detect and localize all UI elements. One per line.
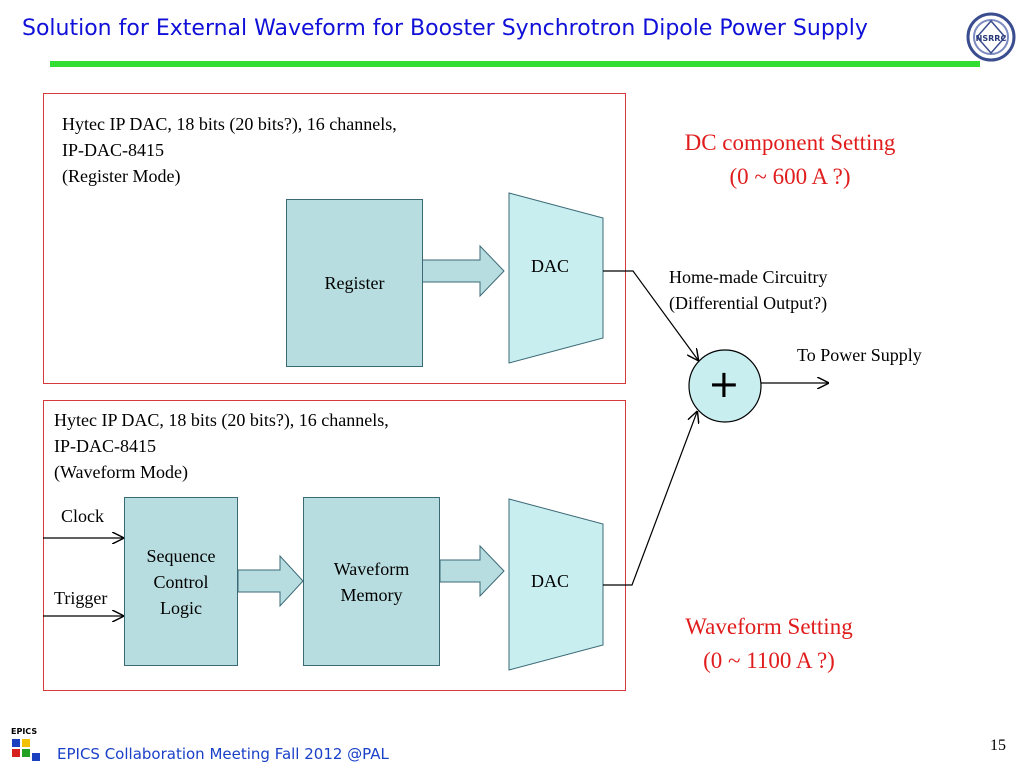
dac-bottom-label: DAC (531, 571, 570, 591)
dc-setting-note: DC component Setting (0 ~ 600 A ?) (656, 126, 924, 194)
slide-title: Solution for External Waveform for Boost… (22, 16, 868, 41)
dac-top-shape (508, 192, 604, 364)
waveform-line2: Memory (340, 584, 403, 605)
circuitry-note: Home-made Circuitry (Differential Output… (669, 264, 827, 316)
bottom-panel-line2: IP-DAC-8415 (54, 436, 156, 456)
waveform-to-dac-arrow (439, 544, 505, 598)
wave-line2: (0 ~ 1100 A ?) (703, 648, 835, 673)
bottom-panel-line3: (Waveform Mode) (54, 462, 188, 482)
adder-circle (688, 349, 762, 423)
top-panel-line2: IP-DAC-8415 (62, 140, 164, 160)
waveform-setting-note: Waveform Setting (0 ~ 1100 A ?) (657, 610, 881, 678)
epics-logo: EPICS (10, 725, 46, 768)
sequence-to-waveform-arrow (237, 554, 304, 608)
to-power-supply-label: To Power Supply (797, 345, 922, 365)
circuit-line1: Home-made Circuitry (669, 267, 828, 287)
sequence-control-block: Sequence Control Logic (124, 497, 238, 666)
wave-line1: Waveform Setting (685, 614, 853, 639)
logo-text: NSRRC (976, 34, 1007, 43)
trigger-label: Trigger (54, 588, 108, 608)
sequence-line3: Logic (160, 597, 202, 618)
sequence-line1: Sequence (146, 545, 216, 566)
bottom-panel-line1: Hytec IP DAC, 18 bits (20 bits?), 16 cha… (54, 410, 389, 430)
sequence-line2: Control (153, 571, 209, 592)
clock-label: Clock (61, 506, 104, 526)
waveform-memory-block: Waveform Memory (303, 497, 440, 666)
register-to-dac-arrow (421, 244, 505, 298)
epics-logo-text: EPICS (11, 727, 37, 736)
title-underline (50, 61, 980, 67)
register-block: Register (286, 199, 423, 367)
dc-line1: DC component Setting (684, 130, 896, 155)
top-dac-output-line (603, 270, 698, 360)
circuit-line2: (Differential Output?) (669, 293, 828, 313)
nsrrc-logo: NSRRC (965, 11, 1017, 68)
dc-line2: (0 ~ 600 A ?) (729, 164, 851, 189)
waveform-mode-panel (43, 400, 626, 691)
waveform-line1: Waveform (333, 558, 410, 579)
page-number: 15 (990, 737, 1006, 754)
top-panel-line1: Hytec IP DAC, 18 bits (20 bits?), 16 cha… (62, 114, 397, 134)
dac-bottom-shape (508, 498, 604, 671)
bottom-panel-caption: Hytec IP DAC, 18 bits (20 bits?), 16 cha… (54, 407, 389, 485)
register-label: Register (324, 273, 385, 293)
top-panel-caption: Hytec IP DAC, 18 bits (20 bits?), 16 cha… (62, 111, 397, 189)
dac-top-label: DAC (531, 256, 570, 276)
register-mode-panel (43, 93, 626, 384)
top-panel-line3: (Register Mode) (62, 166, 181, 186)
footer-text: EPICS Collaboration Meeting Fall 2012 @P… (57, 745, 389, 763)
adder-plus: + (708, 362, 740, 406)
bottom-dac-output-line (603, 412, 697, 586)
